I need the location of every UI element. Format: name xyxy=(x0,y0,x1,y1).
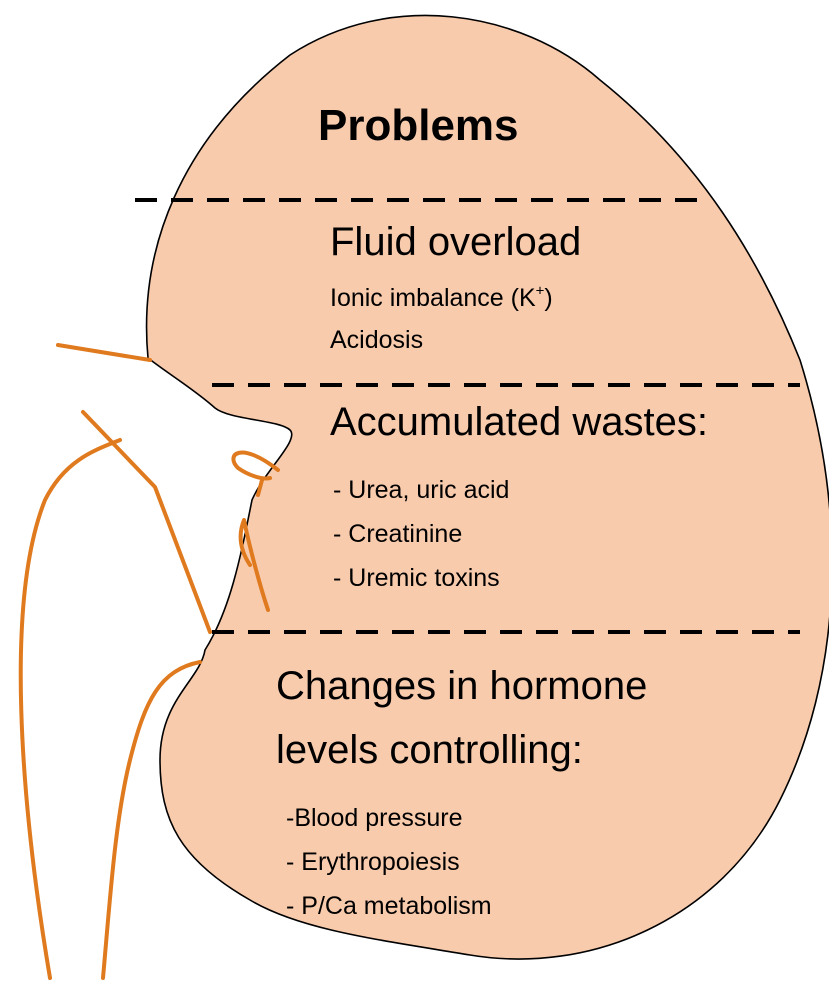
section3-heading-line2: levels controlling: xyxy=(276,730,583,770)
section2-heading: Accumulated wastes: xyxy=(330,402,708,442)
section3-item-3: - P/Ca metabolism xyxy=(286,894,492,919)
section3-item-1: -Blood pressure xyxy=(286,806,462,831)
section1-item-1: Ionic imbalance (K+) xyxy=(330,286,553,311)
section2-item-3: - Uremic toxins xyxy=(333,566,500,591)
title: Problems xyxy=(318,104,519,148)
section1-heading: Fluid overload xyxy=(330,222,581,262)
section1-item-2: Acidosis xyxy=(330,328,423,353)
section3-item-2: - Erythropoiesis xyxy=(286,850,460,875)
section2-item-2: - Creatinine xyxy=(333,522,462,547)
section3-heading-line1: Changes in hormone xyxy=(276,666,647,706)
section2-item-1: - Urea, uric acid xyxy=(333,478,509,503)
